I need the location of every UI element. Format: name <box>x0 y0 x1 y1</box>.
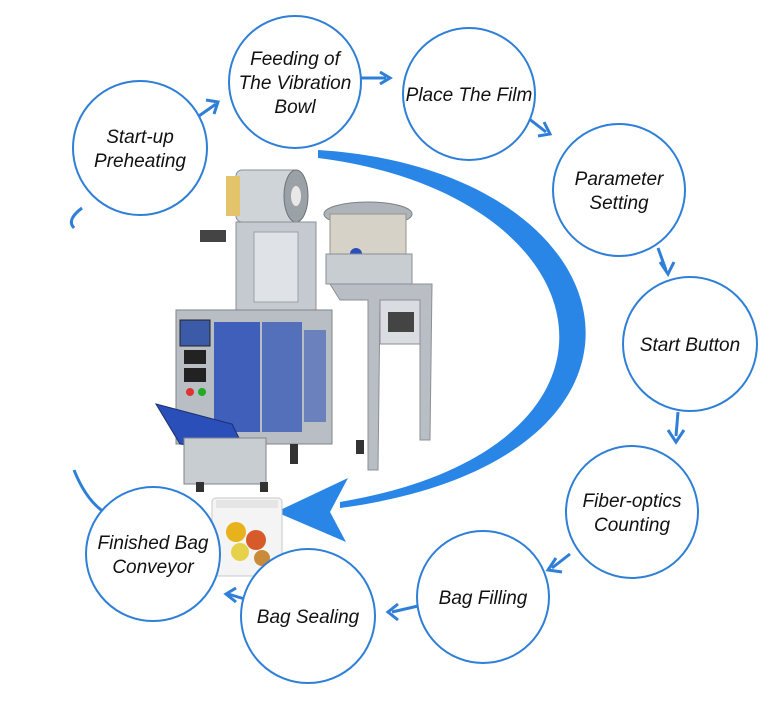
step-circle-outline <box>240 548 376 684</box>
step-label-line: Start-up <box>106 127 174 148</box>
step-circle-outline <box>552 123 686 257</box>
step-label-line: Start Button <box>640 335 740 356</box>
step-circle-outline <box>565 445 699 579</box>
connector-arc-top-left <box>69 206 83 230</box>
chevron-icon <box>385 602 399 622</box>
chevron-icon <box>658 261 676 277</box>
chevron-icon <box>205 98 220 115</box>
step-circle-outline <box>622 276 758 412</box>
step-label-line: Finished Bag <box>98 533 209 554</box>
step-label-line: Conveyor <box>112 557 194 578</box>
step-label-line: Place The Film <box>406 85 533 106</box>
step-circle-outline <box>85 486 221 622</box>
step-label-line: Feeding of <box>250 49 342 70</box>
flow-arrow-icon <box>276 150 586 542</box>
chevron-icon <box>666 429 686 445</box>
step-circle-5: Start Button <box>622 276 758 412</box>
step-label-line: Parameter <box>575 169 664 190</box>
step-label-line: Counting <box>594 515 670 536</box>
step-label-line: Preheating <box>94 151 186 172</box>
step-circle-3: Place The Film <box>402 27 536 161</box>
step-circle-outline <box>416 530 550 664</box>
step-label-line: Bag Filling <box>439 588 528 609</box>
chevron-icon <box>545 557 563 574</box>
step-label-line: Fiber-optics <box>583 491 682 512</box>
chevron-icon <box>223 586 237 604</box>
step-connectors <box>195 70 686 622</box>
connector-line <box>391 604 419 614</box>
chevron-icon <box>537 121 553 138</box>
step-circle-outline <box>72 80 208 216</box>
finished-bag-illustration <box>211 497 283 577</box>
step-circle-outline <box>402 27 536 161</box>
connector-line <box>674 411 680 437</box>
step-label-line: The Vibration <box>239 73 352 94</box>
chevron-icon <box>379 70 393 86</box>
connector-arc-bottom-left <box>72 469 105 514</box>
packaging-machine-illustration <box>154 169 433 492</box>
step-circle-7: Bag Filling <box>416 530 550 664</box>
step-circle-outline <box>228 15 362 149</box>
step-label-line: Bowl <box>274 97 316 118</box>
connector-line <box>527 116 547 134</box>
step-label-line: Setting <box>589 193 649 214</box>
step-label-line: Bag Sealing <box>257 607 360 628</box>
step-circle-8: Bag Sealing <box>240 548 376 684</box>
connector-line <box>551 552 571 570</box>
